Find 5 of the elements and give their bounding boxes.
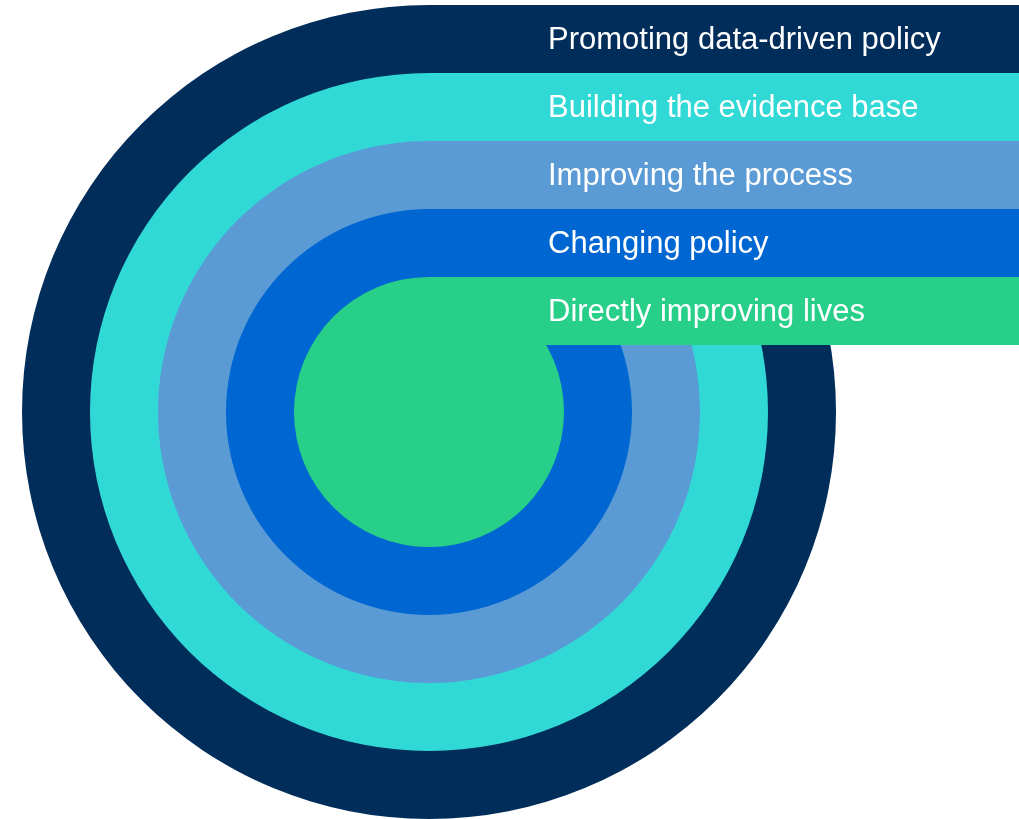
band-label: Changing policy — [548, 225, 769, 261]
band-label: Promoting data-driven policy — [548, 21, 941, 57]
band-label: Building the evidence base — [548, 89, 919, 125]
band-label: Directly improving lives — [548, 293, 865, 329]
band-label: Improving the process — [548, 157, 853, 193]
